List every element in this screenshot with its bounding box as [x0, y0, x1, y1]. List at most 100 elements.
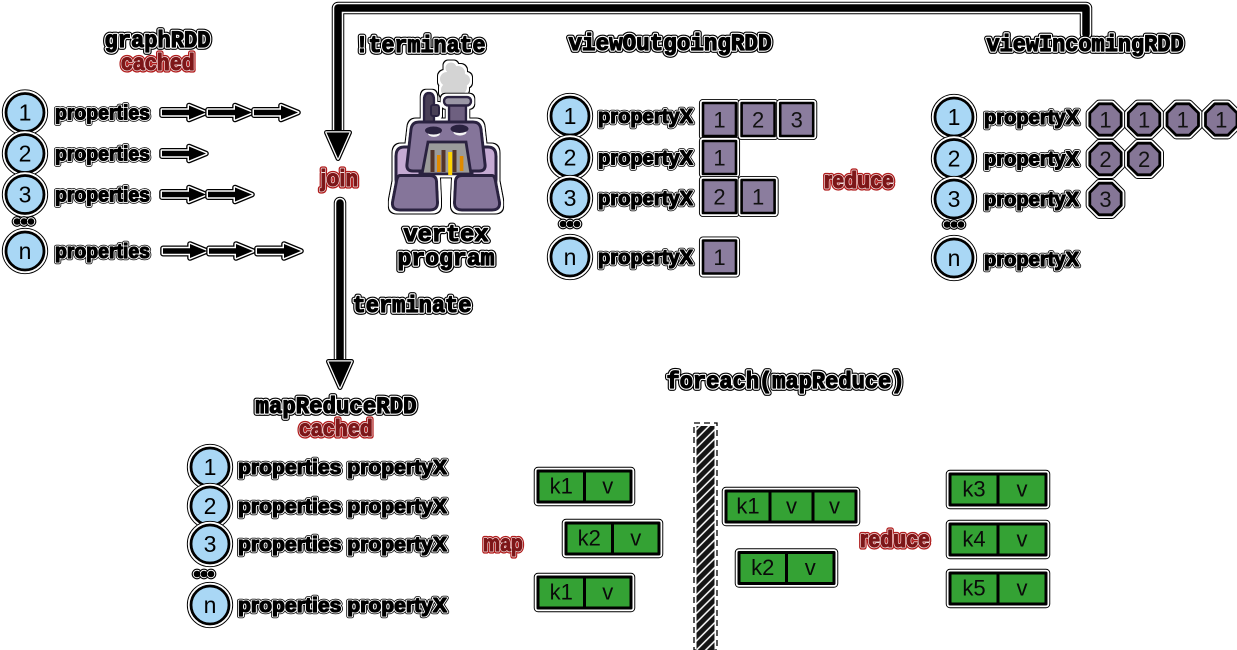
svg-text:2: 2 — [948, 146, 961, 172]
svg-text:propertyX: propertyX — [598, 188, 694, 210]
svg-text:k3: k3 — [962, 477, 985, 502]
svg-text:properties propertyX: properties propertyX — [238, 457, 448, 479]
svg-text:properties: properties — [55, 241, 150, 263]
svg-text:propertyX: propertyX — [984, 107, 1080, 129]
svg-text:foreach(mapReduce): foreach(mapReduce) — [667, 369, 905, 395]
svg-text:1: 1 — [1099, 108, 1111, 133]
svg-text:viewIncomingRDD: viewIncomingRDD — [987, 32, 1184, 58]
svg-text:propertyX: propertyX — [984, 189, 1080, 211]
svg-text:propertyX: propertyX — [984, 107, 1080, 129]
svg-text:n: n — [948, 245, 961, 271]
svg-text:viewOutgoingRDD: viewOutgoingRDD — [569, 31, 772, 57]
svg-text:map: map — [483, 530, 523, 556]
svg-text:map: map — [483, 530, 523, 556]
svg-text:properties: properties — [55, 185, 150, 207]
svg-text:properties: properties — [55, 103, 150, 125]
svg-text:1: 1 — [1177, 108, 1189, 133]
svg-text:propertyX: propertyX — [598, 106, 694, 128]
svg-text:propertyX: propertyX — [598, 188, 694, 210]
svg-text:propertyX: propertyX — [984, 189, 1080, 211]
svg-text:properties: properties — [55, 185, 150, 207]
svg-text:k5: k5 — [962, 576, 985, 601]
svg-text:cached: cached — [121, 49, 195, 75]
svg-text:1: 1 — [713, 245, 725, 270]
svg-text:3: 3 — [791, 108, 803, 133]
svg-text:propertyX: propertyX — [598, 148, 694, 170]
svg-text:v: v — [1017, 527, 1028, 552]
svg-text:reduce: reduce — [824, 167, 894, 193]
svg-text:propertyX: propertyX — [598, 148, 694, 170]
svg-text:1: 1 — [1138, 108, 1150, 133]
svg-text:n: n — [19, 238, 32, 264]
svg-text:propertyX: propertyX — [598, 106, 694, 128]
svg-text:!terminate: !terminate — [356, 33, 486, 59]
svg-text:1: 1 — [713, 146, 725, 171]
svg-text:properties propertyX: properties propertyX — [238, 595, 448, 617]
svg-text:v: v — [1017, 477, 1028, 502]
svg-text:propertyX: propertyX — [984, 249, 1080, 271]
svg-text:k1: k1 — [736, 494, 759, 519]
svg-text:propertyX: propertyX — [984, 249, 1080, 271]
svg-text:propertyX: propertyX — [598, 247, 694, 269]
svg-text:graphRDD: graphRDD — [105, 28, 211, 54]
svg-text:2: 2 — [1099, 147, 1111, 172]
svg-text:v: v — [1017, 576, 1028, 601]
svg-text:reduce: reduce — [860, 526, 930, 552]
svg-text:properties: properties — [55, 144, 150, 166]
svg-text:properties propertyX: properties propertyX — [238, 534, 448, 556]
svg-text:1: 1 — [713, 108, 725, 133]
svg-text:cached: cached — [299, 415, 373, 441]
svg-text:!terminate: !terminate — [356, 33, 486, 59]
svg-text:reduce: reduce — [860, 526, 930, 552]
svg-text:3: 3 — [948, 186, 961, 212]
svg-text:properties propertyX: properties propertyX — [238, 595, 448, 617]
svg-text:vertex: vertex — [404, 222, 489, 248]
svg-text:properties propertyX: properties propertyX — [238, 457, 448, 479]
svg-text:cached: cached — [299, 415, 373, 441]
svg-text:3: 3 — [204, 531, 217, 557]
svg-text:join: join — [320, 165, 359, 191]
svg-text:3: 3 — [564, 185, 577, 211]
svg-text:2: 2 — [204, 493, 217, 519]
svg-text:properties propertyX: properties propertyX — [238, 534, 448, 556]
svg-text:propertyX: propertyX — [984, 189, 1080, 211]
svg-text:propertyX: propertyX — [984, 149, 1080, 171]
svg-text:graphRDD: graphRDD — [105, 28, 211, 54]
svg-text:1: 1 — [752, 185, 764, 210]
svg-text:1: 1 — [204, 454, 217, 480]
svg-text:terminate: terminate — [353, 293, 472, 319]
svg-text:k4: k4 — [962, 527, 985, 552]
svg-text:join: join — [320, 165, 359, 191]
svg-text:2: 2 — [564, 145, 577, 171]
svg-text:properties propertyX: properties propertyX — [238, 595, 448, 617]
svg-text:propertyX: propertyX — [984, 249, 1080, 271]
svg-text:mapReduceRDD: mapReduceRDD — [256, 394, 417, 420]
svg-text:vertex: vertex — [404, 222, 489, 248]
svg-text:program: program — [398, 246, 495, 272]
svg-text:!terminate: !terminate — [356, 33, 486, 59]
svg-text:v: v — [786, 494, 797, 519]
svg-text:graphRDD: graphRDD — [105, 28, 211, 54]
svg-text:properties propertyX: properties propertyX — [238, 496, 448, 518]
svg-text:propertyX: propertyX — [598, 247, 694, 269]
svg-text:propertyX: propertyX — [598, 188, 694, 210]
svg-text:3: 3 — [19, 182, 32, 208]
svg-text:viewOutgoingRDD: viewOutgoingRDD — [569, 31, 772, 57]
svg-text:foreach(mapReduce): foreach(mapReduce) — [667, 369, 905, 395]
svg-text:viewIncomingRDD: viewIncomingRDD — [987, 32, 1184, 58]
svg-text:properties: properties — [55, 144, 150, 166]
svg-text:properties propertyX: properties propertyX — [238, 534, 448, 556]
svg-text:n: n — [564, 244, 577, 270]
svg-text:terminate: terminate — [353, 293, 472, 319]
svg-text:v: v — [829, 494, 840, 519]
svg-text:1: 1 — [1215, 108, 1227, 133]
svg-text:properties: properties — [55, 241, 150, 263]
svg-text:properties propertyX: properties propertyX — [238, 457, 448, 479]
svg-text:program: program — [398, 246, 495, 272]
svg-text:propertyX: propertyX — [598, 148, 694, 170]
svg-text:1: 1 — [19, 100, 32, 126]
svg-text:n: n — [204, 592, 217, 618]
svg-text:reduce: reduce — [824, 167, 894, 193]
svg-text:properties: properties — [55, 103, 150, 125]
svg-text:propertyX: propertyX — [598, 247, 694, 269]
